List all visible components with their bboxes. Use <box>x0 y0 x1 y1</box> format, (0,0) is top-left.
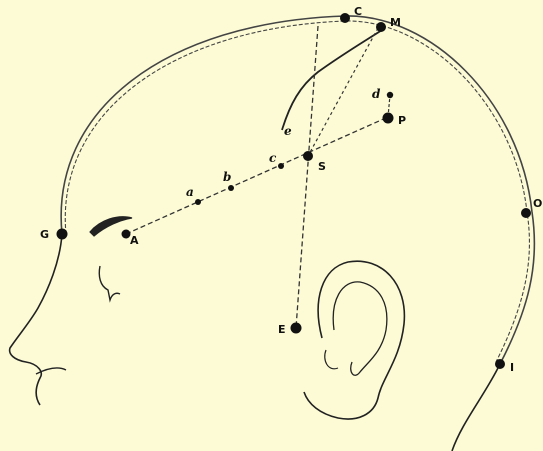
point-E <box>291 323 302 334</box>
eye-mark <box>99 266 120 300</box>
label-E: E <box>278 323 286 336</box>
point-M <box>376 22 386 32</box>
label-G: G <box>40 228 49 241</box>
ear-inner <box>333 282 387 375</box>
line-C-E <box>296 26 318 328</box>
label-I: I <box>510 361 514 374</box>
face-profile <box>10 234 62 405</box>
label-C: C <box>354 5 362 18</box>
skull-outline-dashed <box>65 21 529 362</box>
line-A-P <box>126 117 388 234</box>
neck-line <box>452 364 500 451</box>
point-S <box>303 151 313 161</box>
label-a: a <box>186 185 194 199</box>
label-S: S <box>318 160 326 173</box>
point-I <box>495 359 505 369</box>
point-C <box>340 13 350 23</box>
point-P <box>383 113 394 124</box>
label-c: c <box>269 151 277 165</box>
ear-lobe <box>325 350 338 369</box>
label-d: d <box>372 87 381 101</box>
skull-outline-solid <box>61 16 534 364</box>
point-O <box>521 208 531 218</box>
label-e: e <box>284 124 292 138</box>
ear-outer <box>304 261 404 419</box>
label-M: M <box>390 16 401 29</box>
label-O: O <box>533 197 542 210</box>
label-A: A <box>130 234 139 247</box>
point-G-glabella <box>57 229 68 240</box>
central-fissure-line <box>282 30 382 130</box>
point-b <box>228 185 234 191</box>
point-d <box>387 92 393 98</box>
point-c <box>278 163 284 169</box>
point-a <box>195 199 201 205</box>
line-M-S <box>308 28 378 156</box>
label-b: b <box>223 170 231 184</box>
label-P: P <box>398 114 406 127</box>
